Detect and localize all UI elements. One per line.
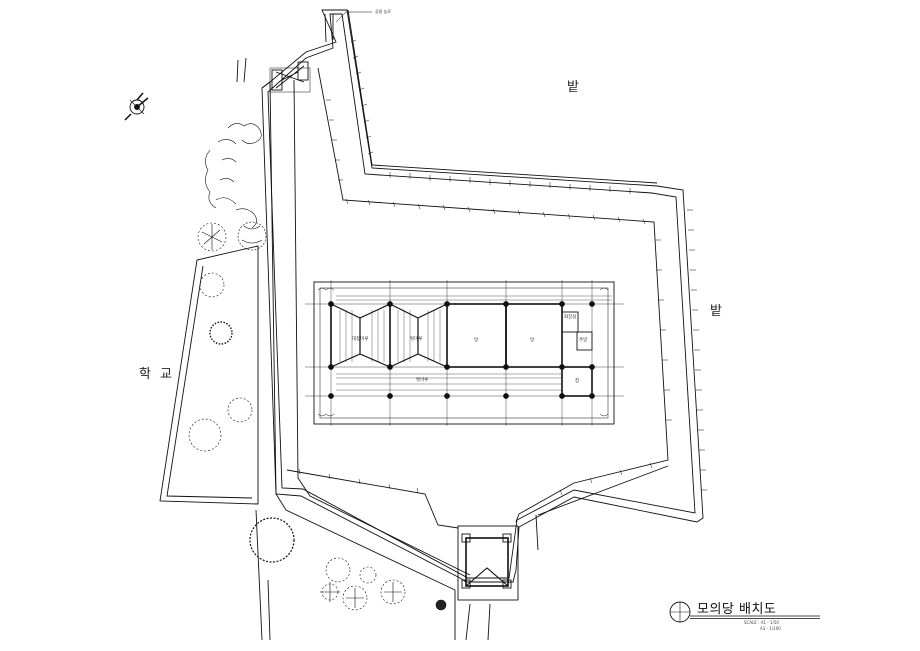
north-arrow-icon [124,92,149,121]
boundary-ticks [298,39,707,496]
building-columns [328,301,595,399]
title-block [669,601,820,623]
room-label-kitchen: 주방 [579,338,588,343]
road-note-label: 공용 농로 [375,9,391,14]
road-note-leader [335,11,372,23]
gate-pavilion [457,525,519,601]
field-label-right: 밭 [710,304,722,319]
main-building [305,280,624,426]
drawing-scale-2: A3 - 1/100 [760,626,781,631]
drawing-title: 모의당 배치도 [697,602,777,617]
room-label-bath: 화장실 [564,315,577,320]
property-boundary [261,9,704,583]
room-label-storage: 창 [575,379,580,384]
drawing-scale-1: SCALE : A1 - 1/50 [744,620,779,625]
main-gate [269,61,311,93]
room-label-porch-mid: 툇마루 [410,337,423,342]
school-label-1: 학 [139,367,151,382]
room-label-room-2: 방 [530,338,535,343]
room-label-porch-left: 대청마루 [352,337,369,342]
inner-garden-wall [286,67,669,551]
field-label-top: 밭 [567,80,579,95]
room-label-veranda: 툇마루 [416,378,429,383]
stone-wall-cluster [205,123,262,229]
school-label-2: 교 [160,367,172,382]
room-label-room-1: 방 [474,338,479,343]
access-road [236,13,491,641]
trees [188,221,447,611]
school-boundary [159,245,259,505]
